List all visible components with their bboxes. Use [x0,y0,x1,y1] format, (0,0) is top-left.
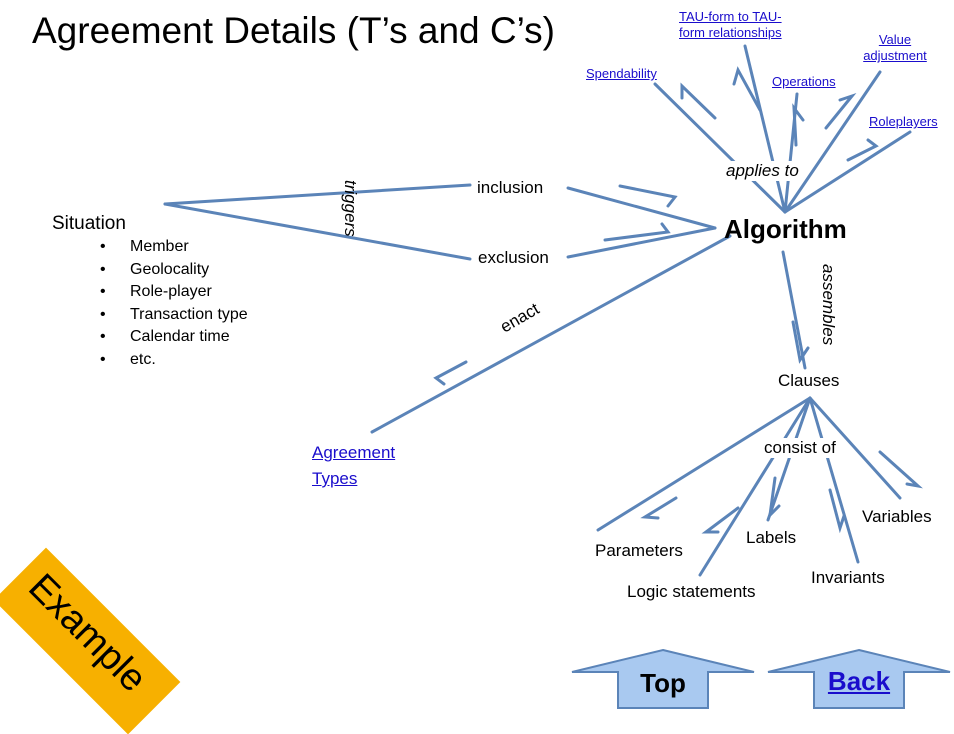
tau-form-link-line1[interactable]: TAU-form to TAU- [679,9,782,24]
situation-label: Situation [52,213,126,234]
connector-exclusion-algorithm [566,226,717,259]
arrow-mark [828,488,846,534]
top-button[interactable] [570,648,756,710]
triggers-label: triggers [341,180,360,237]
arrow-mark [732,66,762,112]
connector-clauses-variables [808,396,902,500]
applies-to-label: applies to [724,161,801,181]
back-button[interactable] [766,648,952,710]
connector-algorithm-clauses [781,250,807,370]
value-adjustment-link-line2[interactable]: adjustment [863,48,927,63]
list-item: Member [100,238,248,261]
arrow-mark [433,360,468,386]
spendability-link[interactable]: Spendability [586,66,657,81]
connector-clauses-parameters [596,396,812,532]
connector-algorithm-value-adjustment [783,70,882,214]
connector-situation-exclusion [163,202,472,261]
variables-label: Variables [862,507,932,527]
situation-list: Member Geolocality Role-player Transacti… [100,238,248,373]
connector-algorithm-agreement-types [370,234,732,434]
up-arrow-icon [571,648,755,709]
agreement-types-link-line2[interactable]: Types [312,469,358,488]
top-button-label[interactable]: Top [640,668,686,698]
operations-link[interactable]: Operations [772,74,836,90]
arrow-mark [878,450,923,489]
tau-form-link[interactable]: TAU-form to TAU- form relationships [679,9,782,41]
back-button-label[interactable]: Back [827,666,891,696]
clauses-label: Clauses [778,371,840,390]
connector-algorithm-roleplayers [783,130,912,214]
list-item: Role-player [100,283,248,306]
connector-situation-inclusion [163,183,472,206]
connector-clauses-logic [698,396,812,577]
arrow-mark [701,506,740,534]
parameters-label: Parameters [595,541,683,561]
connector-algorithm-spendability [653,82,787,214]
list-item: Geolocality [100,261,248,284]
arrow-mark [680,82,717,120]
tau-form-link-line2[interactable]: form relationships [679,25,782,40]
exclusion-label: exclusion [478,248,549,267]
consist-of-label: consist of [762,438,838,458]
page-title: Agreement Details (T’s and C’s) [32,10,556,51]
arrow-mark [824,92,857,130]
connector-algorithm-tau-form [743,44,787,214]
value-adjustment-link-line1[interactable]: Value [878,32,912,47]
inclusion-label: inclusion [477,178,544,197]
logic-statements-label: Logic statements [627,582,756,602]
agreement-types-link[interactable]: Agreement Types [312,440,395,492]
arrow-mark [603,222,671,242]
arrow-mark [846,138,879,162]
diagram-connectors [163,44,923,577]
assembles-label: assembles [819,264,838,346]
algorithm-label: Algorithm [724,214,847,244]
arrow-mark [792,103,805,147]
agreement-types-link-line1[interactable]: Agreement [312,443,396,462]
list-item: Transaction type [100,306,248,329]
value-adjustment-link[interactable]: Value adjustment [857,32,933,64]
labels-label: Labels [746,528,797,548]
arrow-mark [640,496,678,520]
arrow-mark [618,184,678,208]
invariants-label: Invariants [811,568,885,588]
arrow-mark [767,476,781,520]
connector-inclusion-algorithm [566,186,717,230]
list-item: Calendar time [100,328,248,351]
arrow-mark [791,320,810,364]
list-item: etc. [100,351,248,374]
up-arrow-icon [767,648,951,709]
roleplayers-link[interactable]: Roleplayers [869,114,938,129]
connector-clauses-invariants [808,396,860,564]
connector-clauses-labels [766,396,812,522]
